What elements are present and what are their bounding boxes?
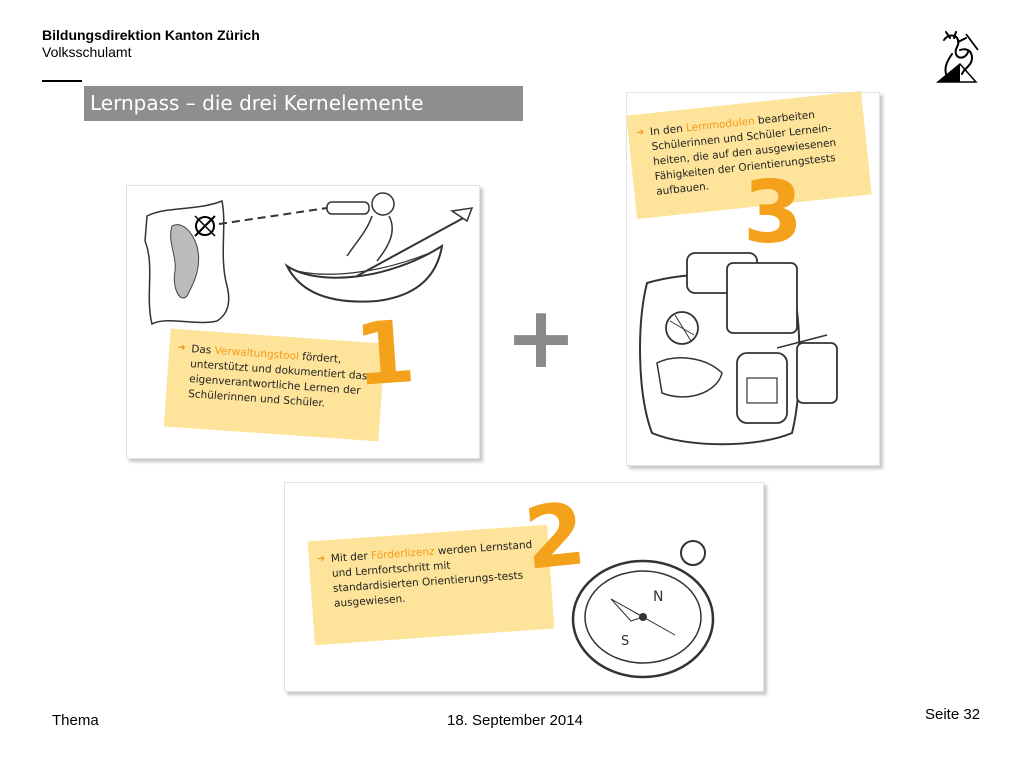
note-foerderlizenz: ➜ Mit der Förderlizenz werden Lernstand … — [307, 524, 555, 646]
panel-foerderlizenz: ➜ Mit der Förderlizenz werden Lernstand … — [284, 482, 764, 692]
panel-verwaltungstool: ➜ Das Verwaltungstool fördert, unterstüt… — [126, 185, 480, 459]
footer-date: 18. September 2014 — [447, 712, 583, 729]
note-text-pre: In den — [649, 122, 687, 139]
slide-title: Lernpass – die drei Kernelemente — [90, 91, 424, 115]
note-highlight: Förderlizenz — [370, 545, 435, 563]
org-subtitle: Volksschulamt — [42, 44, 132, 60]
header-rule — [42, 80, 82, 82]
compass-icon: N S — [571, 540, 715, 679]
footer-topic: Thema — [52, 712, 99, 729]
number-one: 1 — [351, 302, 419, 406]
arrow-icon: ➜ — [635, 126, 646, 139]
number-three: 3 — [743, 163, 803, 263]
svg-text:N: N — [653, 589, 663, 605]
org-title: Bildungsdirektion Kanton Zürich — [42, 27, 260, 43]
svg-text:S: S — [621, 634, 629, 649]
panel-lernmodule: ➜ In den Lernmodulen bearbeiten Schüleri… — [626, 90, 880, 466]
boat-binoculars-illustration — [144, 192, 474, 326]
note-verwaltungstool: ➜ Das Verwaltungstool fördert, unterstüt… — [163, 328, 386, 442]
arrow-icon: ➜ — [316, 553, 326, 565]
backpack-illustration — [639, 252, 838, 446]
note-text-pre: Das — [190, 343, 215, 357]
plus-sign: + — [505, 288, 578, 388]
note-text-pre: Mit der — [330, 550, 372, 565]
slide-title-bar — [84, 86, 523, 121]
footer-page-number: Seite 32 — [925, 706, 981, 723]
arrow-icon: ➜ — [176, 342, 187, 354]
zurich-lion-crest-icon — [930, 30, 984, 88]
